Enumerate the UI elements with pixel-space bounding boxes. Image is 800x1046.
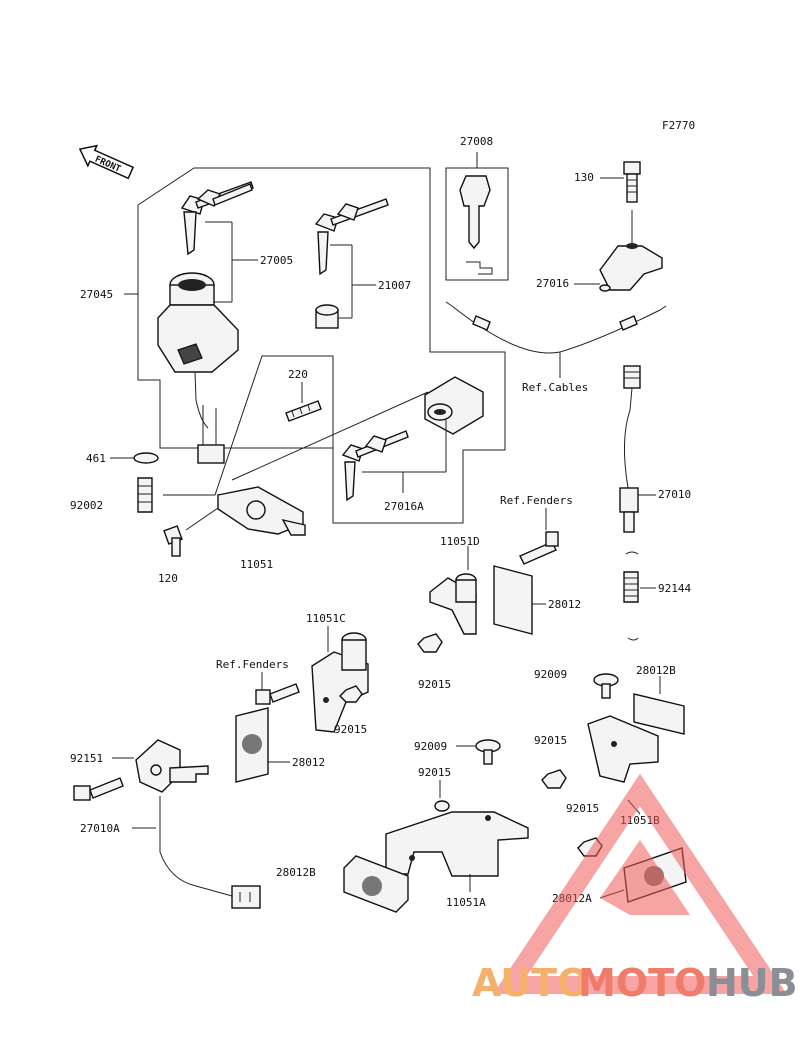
- nut-92015-a: [417, 633, 443, 653]
- key-blank-27008: [459, 175, 493, 275]
- watermark-text-auto: AUTO: [472, 961, 589, 1005]
- automotohub-watermark: AUTO MOTO HUB: [472, 773, 798, 1005]
- bracket-27016: [599, 243, 663, 292]
- label-92015-c-right: 92015: [534, 734, 567, 747]
- label-27005: 27005: [260, 254, 293, 267]
- label-92015-d: 92015: [418, 766, 451, 779]
- label-ref-cables: Ref.Cables: [522, 381, 588, 394]
- label-461: 461: [86, 452, 106, 465]
- label-92009-right: 92009: [534, 668, 567, 681]
- bracket-11051C: [311, 632, 369, 733]
- label-27008: 27008: [460, 135, 493, 148]
- label-ref-fenders-top: Ref.Fenders: [500, 494, 573, 507]
- lock-cylinder-21007: [315, 304, 339, 329]
- seat-lock-27016A: [341, 376, 484, 502]
- label-27010A: 27010A: [80, 822, 120, 835]
- label-92151: 92151: [70, 752, 103, 765]
- front-direction-arrow: FRONT: [78, 144, 135, 180]
- reflector-28012-right: [493, 565, 533, 635]
- bracket-plate-11051: [217, 486, 306, 536]
- label-92009-center: 92009: [414, 740, 447, 753]
- label-27045: 27045: [80, 288, 113, 301]
- label-28012-left: 28012: [292, 756, 325, 769]
- label-130: 130: [574, 171, 594, 184]
- nut-92015-b: [339, 685, 363, 703]
- watermark-text-hub: HUB: [706, 961, 798, 1005]
- reflector-28012-left: [235, 707, 269, 783]
- label-92002: 92002: [70, 499, 103, 512]
- label-11051C: 11051C: [306, 612, 346, 625]
- screw-220: [285, 400, 322, 422]
- ignition-switch: [157, 272, 239, 464]
- keys-21007: [314, 198, 389, 276]
- bolt-120: [163, 525, 183, 557]
- cables: [445, 301, 667, 354]
- label-28012B-right: 28012B: [636, 664, 676, 677]
- label-21007: 21007: [378, 279, 411, 292]
- inner-bracket-outline: [163, 355, 334, 496]
- bolt-92151: [73, 777, 124, 801]
- ignition-keys-27005: [180, 181, 254, 256]
- label-92015-b: 92015: [334, 723, 367, 736]
- bolt-92009-center: [475, 739, 501, 765]
- watermark-text-moto: MOTO: [578, 961, 706, 1005]
- washer-92015-c: [434, 800, 450, 812]
- spring-92002: [137, 477, 153, 513]
- clip-461: [133, 452, 159, 464]
- label-92015-e: 92015: [566, 802, 599, 815]
- bolt-ref-fenders-top: [519, 531, 559, 565]
- bracket-11051B: [587, 715, 659, 783]
- bolt-130: [623, 161, 641, 203]
- reflector-28012B-right: [633, 693, 685, 735]
- label-ref-fenders-left: Ref.Fenders: [216, 658, 289, 671]
- bolt-92009-right: [593, 673, 619, 699]
- label-92144: 92144: [658, 582, 691, 595]
- label-220: 220: [288, 368, 308, 381]
- nut-92015-d: [541, 769, 567, 789]
- label-27010: 27010: [658, 488, 691, 501]
- label-27016A: 27016A: [384, 500, 424, 513]
- bracket-11051D: [429, 573, 477, 635]
- bracket-11051A: [385, 811, 529, 877]
- ignition-assembly-outline: [137, 167, 506, 524]
- figure-code: F2770: [662, 119, 695, 132]
- reflector-28012B-left: [343, 855, 409, 913]
- label-92015-a: 92015: [418, 678, 451, 691]
- label-11051D: 11051D: [440, 535, 480, 548]
- label-28012-right: 28012: [548, 598, 581, 611]
- label-11051: 11051: [240, 558, 273, 571]
- label-11051A: 11051A: [446, 896, 486, 909]
- watermark-triangle-logo: [493, 773, 787, 994]
- bolt-ref-fenders-left: [255, 683, 300, 705]
- label-27016: 27016: [536, 277, 569, 290]
- switch-27010: [619, 365, 641, 533]
- sensor-27010A: [135, 739, 261, 909]
- label-28012B-left: 28012B: [276, 866, 316, 879]
- part-labels: 27008 130 27005 21007 27045 27016 Ref.Ca…: [70, 135, 691, 909]
- label-120: 120: [158, 572, 178, 585]
- spring-92144: [623, 551, 639, 641]
